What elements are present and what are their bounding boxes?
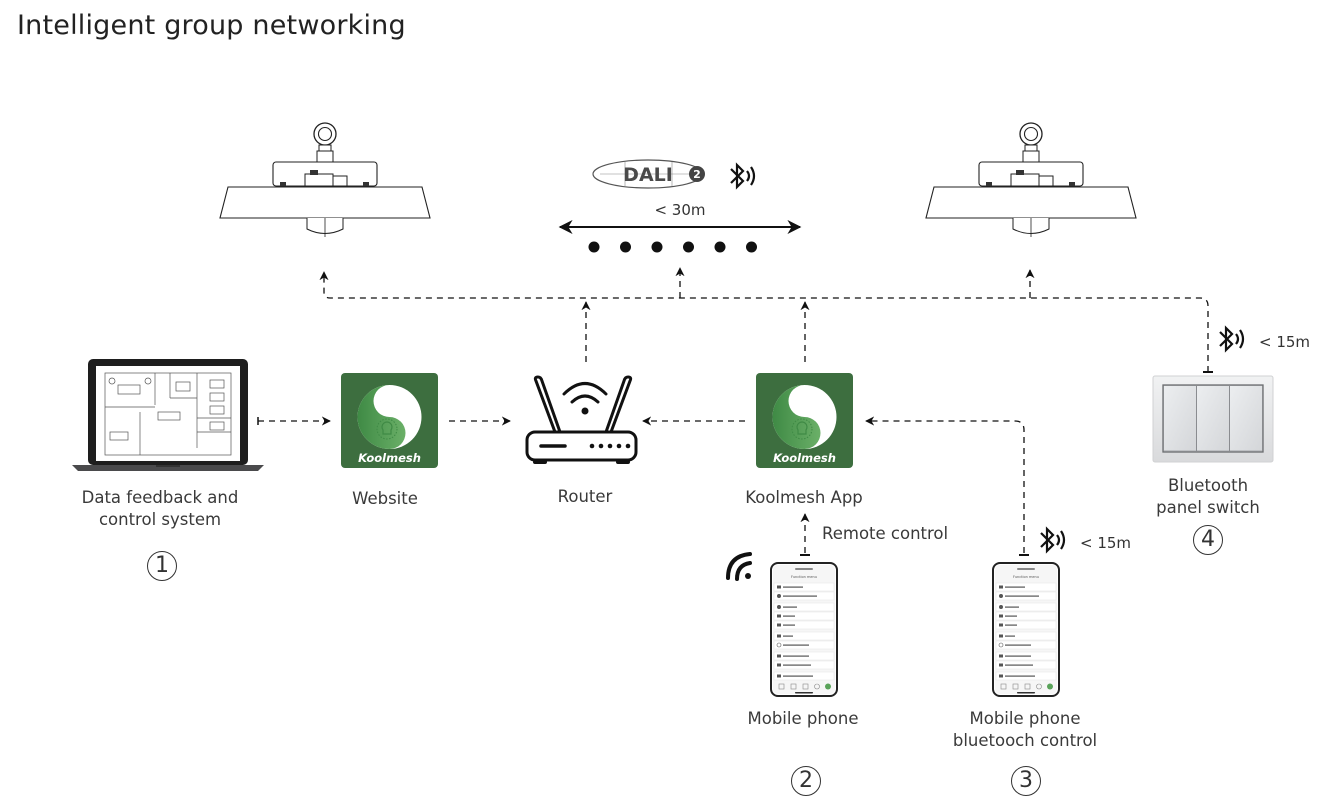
step-number-4: 4 [1193,525,1223,555]
phone-bt-label: Mobile phone bluetooch control [940,708,1110,752]
mesh-nodes [588,241,757,253]
panel-switch-icon [1152,375,1274,463]
lamp-bus-connector [319,267,1209,372]
switch-range-label: < 15m [1259,333,1311,351]
mesh-node-dot [651,241,663,253]
laptop-label: Data feedback and control system [60,487,260,531]
switch-bluetooth-icon [1218,326,1245,352]
bluetooth-signal-icon [729,163,756,189]
step-number-2: 2 [791,766,821,796]
website-label: Website [352,489,418,508]
step-number-3: 3 [1011,766,1041,796]
remote-control-label: Remote control [822,524,949,543]
smartphone-remote-icon [770,562,838,697]
dali-logo-icon [592,159,705,189]
mesh-node-dot [746,241,757,253]
wifi-router-icon [525,375,638,462]
laptop-label-line2: control system [98,510,222,529]
switch-label-line1: Bluetooth [1167,476,1249,495]
app-koolmesh-logo-icon [755,372,854,469]
phone-bluetooth-icon [1039,527,1066,553]
wifi-signal-icon [726,552,752,581]
highbay-lamp-left [219,122,431,238]
highbay-lamp-right [925,122,1137,238]
mesh-node-dot [714,241,726,253]
mesh-node-dot [620,241,631,253]
phone-bt-label-line1: Mobile phone [969,709,1081,728]
switch-label: Bluetooth panel switch [1133,475,1283,519]
laptop-floorplan-icon [72,359,264,471]
page-title: Intelligent group networking [17,10,406,41]
range-label: < 30m [654,201,705,219]
horizontal-connectors [258,416,1025,553]
phone-bt-range-label: < 15m [1080,534,1132,552]
mesh-node-dot [683,241,694,253]
app-label: Koolmesh App [745,488,863,507]
dali-version-text: 2 [693,168,701,181]
step-number-1: 1 [147,551,177,581]
dali-logo-text: DALI [623,164,673,186]
website-koolmesh-logo-icon [340,372,439,469]
router-label: Router [557,487,613,506]
mesh-node-dot [588,241,600,253]
phone-remote-label: Mobile phone [747,709,859,728]
laptop-label-line1: Data feedback and [81,488,239,507]
switch-label-line2: panel switch [1156,498,1260,517]
phone-bt-label-line2: bluetooch control [952,731,1098,750]
smartphone-bluetooth-icon [992,562,1060,697]
